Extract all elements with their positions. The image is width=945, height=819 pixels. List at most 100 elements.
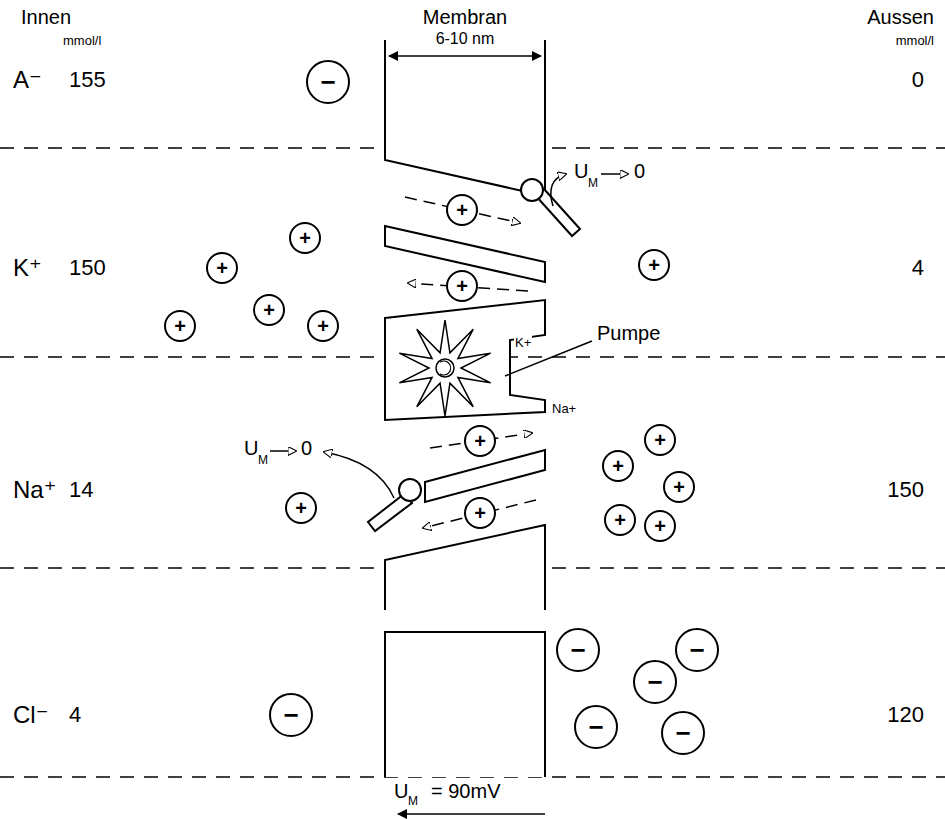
text-label: 150 [68, 255, 107, 280]
membrane-wall [385, 632, 545, 777]
row-separators [0, 148, 945, 777]
ion-charge: + [299, 228, 311, 248]
ion-charge: − [570, 637, 585, 663]
text-label: 14 [68, 477, 94, 502]
ion-circle: − [306, 60, 350, 104]
ion-flow-arrows [405, 197, 536, 528]
ion-charge: + [317, 316, 329, 336]
membrane-wall [385, 40, 545, 196]
text-label: 150 [886, 477, 925, 502]
pump-rotor [399, 320, 490, 416]
text-label: Cl⁻ [12, 701, 49, 729]
ion-circle: + [464, 425, 496, 457]
text-label: mmol/l [62, 34, 102, 49]
ion-circle: + [446, 194, 478, 226]
gate-arrows [270, 174, 628, 814]
k-gate [521, 179, 580, 236]
ion-charge: + [474, 431, 486, 451]
rotation-arrow [440, 361, 451, 375]
text-label: = 90mV [430, 780, 501, 803]
pump-hub [436, 359, 454, 377]
ion-circle: + [285, 492, 317, 524]
ion-charge: − [647, 669, 662, 695]
text-label: 0 [633, 160, 646, 183]
ion-charge: + [654, 430, 666, 450]
ion-charge: + [654, 516, 666, 536]
gate-knob [521, 179, 543, 201]
text-label: M [257, 454, 269, 468]
text-label: 120 [886, 702, 925, 727]
ion-charge: + [673, 477, 685, 497]
text-label: mmol/l [895, 34, 935, 49]
text-label: M [587, 177, 599, 191]
ion-charge: + [474, 503, 486, 523]
ion-circle: + [638, 249, 670, 281]
text-label: Pumpe [596, 322, 661, 345]
ion-charge: + [612, 456, 624, 476]
ion-charge: + [216, 258, 228, 278]
ion-circle: + [206, 252, 238, 284]
text-label: K+ [514, 336, 532, 351]
text-label: K⁺ [12, 254, 43, 282]
ion-charge: + [456, 200, 468, 220]
ion-circle: + [289, 222, 321, 254]
ion-charge: − [588, 714, 603, 740]
pump-block [385, 300, 545, 420]
ion-circle: + [307, 310, 339, 342]
text-label: Membran [422, 6, 508, 29]
text-label: 6-10 nm [435, 30, 496, 48]
ion-circle: + [253, 294, 285, 326]
ion-charge: + [174, 316, 186, 336]
ion-circle: + [644, 510, 676, 542]
dimension-arrow [389, 55, 541, 57]
ion-circle: − [675, 628, 719, 672]
gate-knob [399, 479, 421, 501]
curved-arrow [551, 174, 566, 206]
pump-star [399, 320, 490, 416]
channel-wall [425, 450, 545, 502]
ion-charge: + [648, 255, 660, 275]
text-label: Na⁺ [12, 476, 57, 504]
text-label: Na+ [551, 402, 577, 417]
na-gate [368, 479, 421, 531]
ion-circle: − [661, 711, 705, 755]
potential-arrow [398, 813, 545, 815]
ion-charge: − [689, 637, 704, 663]
ion-charge: − [675, 720, 690, 746]
ion-circle: − [269, 693, 313, 737]
tends-to-arrow [601, 173, 628, 175]
text-label: Aussen [866, 6, 935, 29]
ion-circle: + [464, 497, 496, 529]
ion-circle: − [556, 628, 600, 672]
text-label: M [407, 795, 419, 809]
membrane [385, 40, 545, 777]
membrane-wall [385, 525, 545, 610]
text-label: 155 [68, 67, 107, 92]
ion-circle: + [602, 450, 634, 482]
ion-circle: − [574, 705, 618, 749]
ion-circle: − [633, 660, 677, 704]
text-label: 4 [911, 255, 925, 280]
ion-charge: + [263, 300, 275, 320]
tends-to-arrow [270, 450, 296, 452]
text-label: Innen [20, 6, 72, 29]
ion-circle: + [644, 424, 676, 456]
ion-circle: + [663, 471, 695, 503]
curved-arrow [324, 452, 394, 498]
ion-circle: + [164, 310, 196, 342]
ion-charge: + [456, 276, 468, 296]
ion-charge: − [283, 702, 298, 728]
text-label: A⁻ [12, 66, 43, 94]
ion-circle: + [446, 270, 478, 302]
ion-charge: + [295, 498, 307, 518]
ion-charge: − [320, 69, 335, 95]
text-label: 4 [68, 702, 82, 727]
text-label: 0 [911, 67, 925, 92]
text-label: 0 [300, 437, 313, 460]
gate-lever [536, 189, 580, 236]
flow-arrow [405, 197, 520, 223]
ion-circle: + [604, 504, 636, 536]
ion-charge: + [614, 510, 626, 530]
